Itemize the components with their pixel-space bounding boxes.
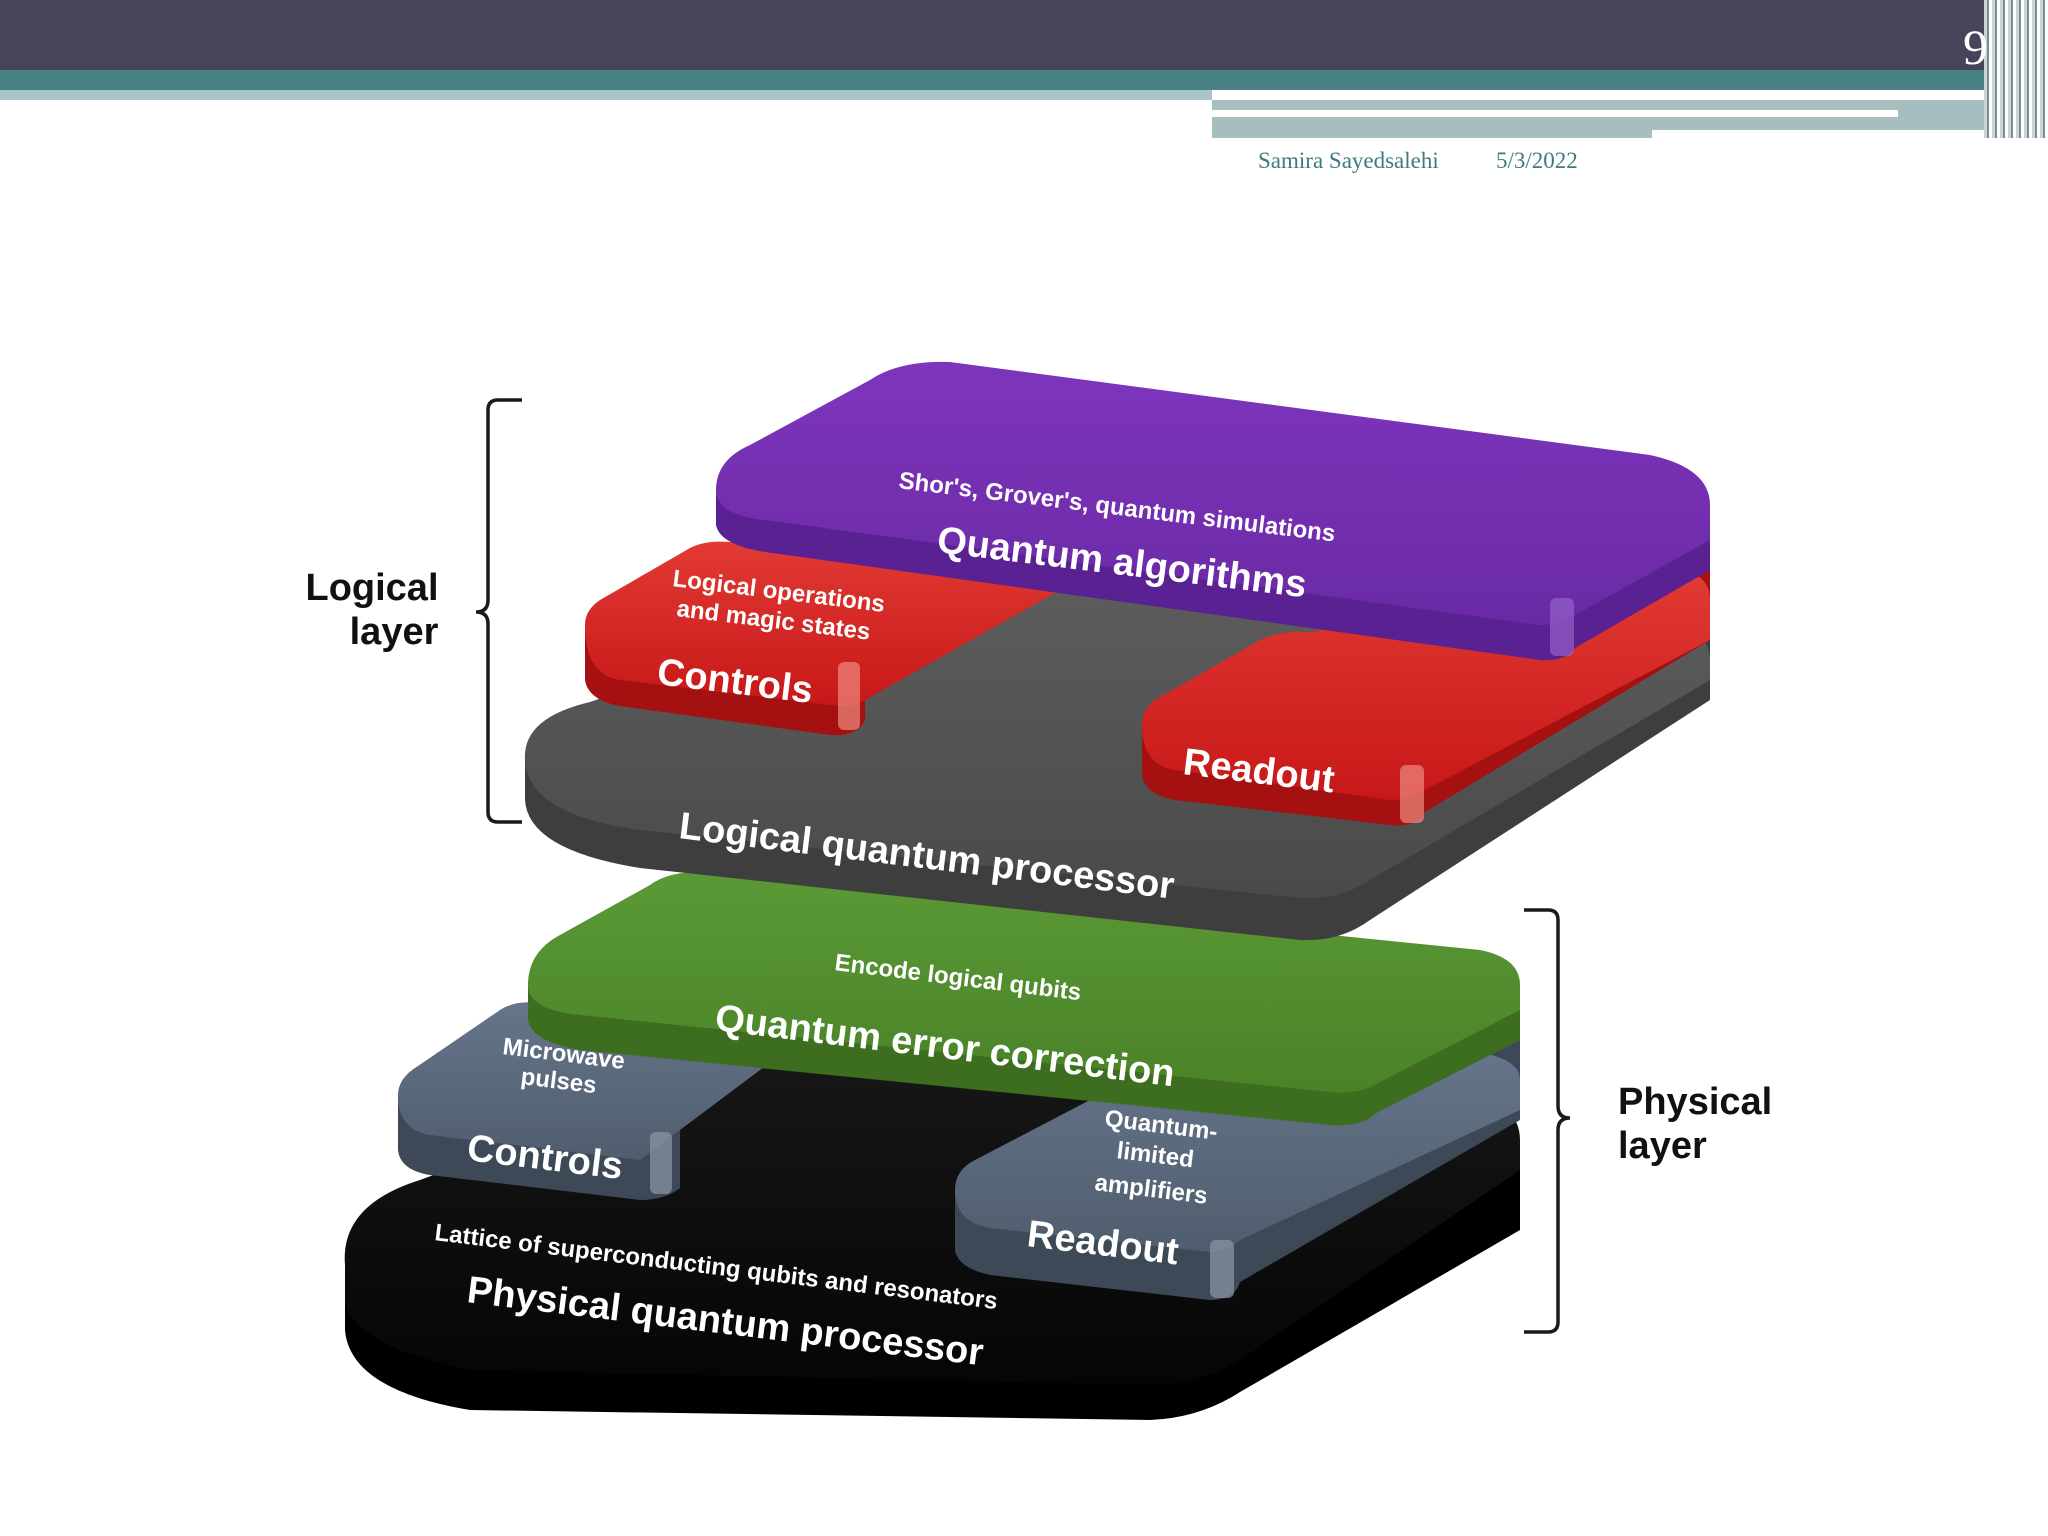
logical-layer-label-line1: Logical — [305, 567, 438, 609]
logical-controls-block — [585, 541, 1060, 736]
header-bar — [0, 0, 2048, 70]
header-accent-bar — [0, 70, 2048, 90]
error-correction-slab — [528, 871, 1520, 1126]
logical-layer-label-line2: layer — [350, 611, 439, 653]
quantum-algorithms-slab — [716, 361, 1710, 661]
physical-layer-bracket — [1524, 908, 1571, 1334]
page-number: 9 — [1963, 19, 1988, 75]
physical-layer-label-line1: Physical — [1618, 1081, 1772, 1123]
author-name: Samira Sayedsalehi — [1258, 148, 1439, 173]
header-divider-line-short — [1652, 130, 2012, 138]
logical-layer-bracket — [475, 398, 522, 824]
header-light-bar — [0, 90, 1212, 100]
slide-date: 5/3/2022 — [1496, 148, 1578, 173]
header-divider-line — [1212, 110, 1898, 117]
header-edge-stripes — [1984, 0, 2048, 138]
physical-layer-label-line2: layer — [1618, 1125, 1707, 1167]
